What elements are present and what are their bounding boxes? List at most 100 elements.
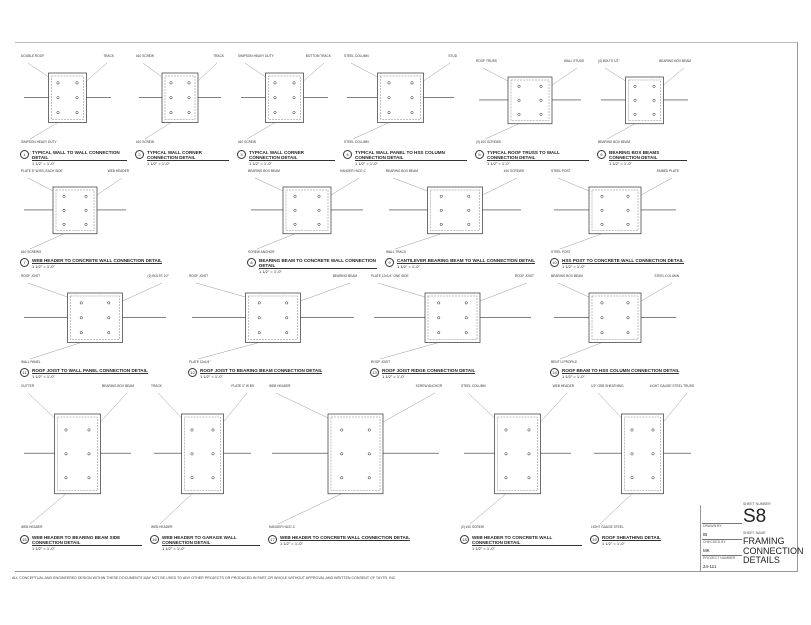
detail-scale: 1 1/2" = 1'-0" <box>32 161 55 166</box>
bolt-icon <box>439 222 443 226</box>
leader-line <box>29 122 59 140</box>
plate-outline <box>497 416 538 491</box>
plate-outline <box>70 295 120 340</box>
detail-title-14: 14 ROOF BEAM TO HSS COLUMN CONNECTION DE… <box>550 368 687 379</box>
leader-line <box>392 177 428 192</box>
detail-linework <box>554 282 676 360</box>
bolt-icon <box>273 96 277 100</box>
bolt-icon <box>410 111 414 115</box>
detail-title-block: WEB HEADER TO CONCRETE WALL CONNECTION D… <box>472 535 582 551</box>
bolt-icon <box>410 81 414 85</box>
title-block-divider <box>700 505 701 571</box>
member-outline <box>494 413 541 495</box>
leader-line <box>379 342 439 360</box>
detail-title-text: CANTILEVER BEARING BEAM TO WALL CONNECTI… <box>397 258 536 264</box>
bolt-icon <box>87 476 91 480</box>
bolt-icon <box>652 98 656 102</box>
detail-linework <box>272 392 439 525</box>
detail-scale: 1 1/2" = 1'-0" <box>602 541 625 546</box>
leader-line <box>467 392 495 419</box>
detail-title-7: 7 WEB HEADER TO CONCRETE WALL CONNECTION… <box>20 258 239 269</box>
member-outline <box>245 292 301 343</box>
detail-title-text: BEARING BOX BEAMS CONNECTION DETAIL <box>609 150 687 161</box>
bolt-icon <box>79 331 83 335</box>
callout-label: BEARING BOX BEAM <box>386 169 418 174</box>
bolt-icon <box>626 194 630 198</box>
leader-line <box>557 282 590 298</box>
plate-outline <box>164 75 196 120</box>
detail-linework <box>479 67 581 140</box>
bolt-icon <box>367 476 371 480</box>
leader-line <box>27 282 68 298</box>
callout-label: SIMPSON HEAVY DUTY <box>238 54 274 59</box>
callout-label: DOUBLE ROOF <box>21 54 45 59</box>
bolt-icon <box>600 331 604 335</box>
detail-number-bubble: 6 <box>597 150 606 159</box>
bolt-icon <box>187 96 191 100</box>
leader-line <box>277 493 342 525</box>
detail-scale: 1 1/2" = 1'-0" <box>32 546 55 551</box>
member-outline <box>265 72 304 123</box>
leader-line <box>604 67 626 82</box>
tb-divider <box>702 555 742 556</box>
callout-label: TRACK <box>103 54 114 59</box>
leader-line <box>640 177 673 196</box>
detail-scale: 1 1/2" = 1'-0" <box>609 161 632 166</box>
detail-title-3: 3 TYPICAL WALL CORNER CONNECTION DETAIL … <box>237 150 335 166</box>
callout-label: BENT U PROFILE <box>551 360 578 365</box>
leader-line <box>394 233 442 250</box>
callout-label: WEB HEADER <box>269 384 291 389</box>
plate-outline <box>285 189 329 231</box>
leader-line <box>330 177 360 196</box>
leader-line <box>559 342 603 360</box>
bolt-icon <box>651 452 655 456</box>
member-outline <box>621 413 664 495</box>
detail-number-bubble: 13 <box>370 368 379 377</box>
callout-label: #10 SCREW <box>136 140 155 145</box>
sheet-border-top <box>15 42 797 43</box>
leader-line <box>479 282 528 302</box>
detail-linework <box>24 392 131 525</box>
callout-label: ROOF JOIST <box>371 360 391 365</box>
bolt-icon <box>87 452 91 456</box>
bolt-icon <box>651 428 655 432</box>
callout-label: STEEL COLUMN <box>654 274 679 279</box>
callout-label: TRACK <box>213 54 224 59</box>
member-outline <box>588 292 642 343</box>
detail-title-block: TYPICAL WALL CORNER CONNECTION DETAIL 1 … <box>147 150 229 166</box>
detail-title-18: 18 WEB HEADER TO CONCRETE WALL CONNECTIO… <box>460 535 582 551</box>
bolt-icon <box>437 331 441 335</box>
leader-line <box>377 282 426 298</box>
bolt-icon <box>87 428 91 432</box>
bolt-icon <box>464 331 468 335</box>
detail-scale: 1 1/2" = 1'-0" <box>397 264 420 269</box>
bolt-icon <box>317 208 321 212</box>
detail-title-15: 15 WEB HEADER TO BEARING BEAM SIDE CONNE… <box>20 535 142 551</box>
leader-line <box>27 392 55 419</box>
detail-title-10: 10 HSS POST TO CONCRETE WALL CONNECTION … <box>550 258 687 269</box>
detail-title-text: BEARING BEAM TO CONCRETE WALL CONNECTION… <box>259 258 377 269</box>
callout-label: WEB HEADER <box>552 384 574 389</box>
sheet-number-label: SHEET NUMBER <box>743 502 771 506</box>
leader-line <box>551 67 578 86</box>
plate-outline <box>57 416 98 491</box>
detail-linework <box>139 62 221 140</box>
callout-label: BEARING BOX BEAM <box>248 169 280 174</box>
leader-line <box>86 62 108 82</box>
bolt-icon <box>62 208 66 212</box>
callout-label: LIGHT GAUGE STEEL TRUSS <box>649 384 694 389</box>
detail-title-text: ROOF JOIST RIDGE CONNECTION DETAIL <box>382 368 476 374</box>
bolt-icon <box>467 208 471 212</box>
detail-number-bubble: 14 <box>550 368 559 377</box>
bolt-icon <box>56 96 60 100</box>
